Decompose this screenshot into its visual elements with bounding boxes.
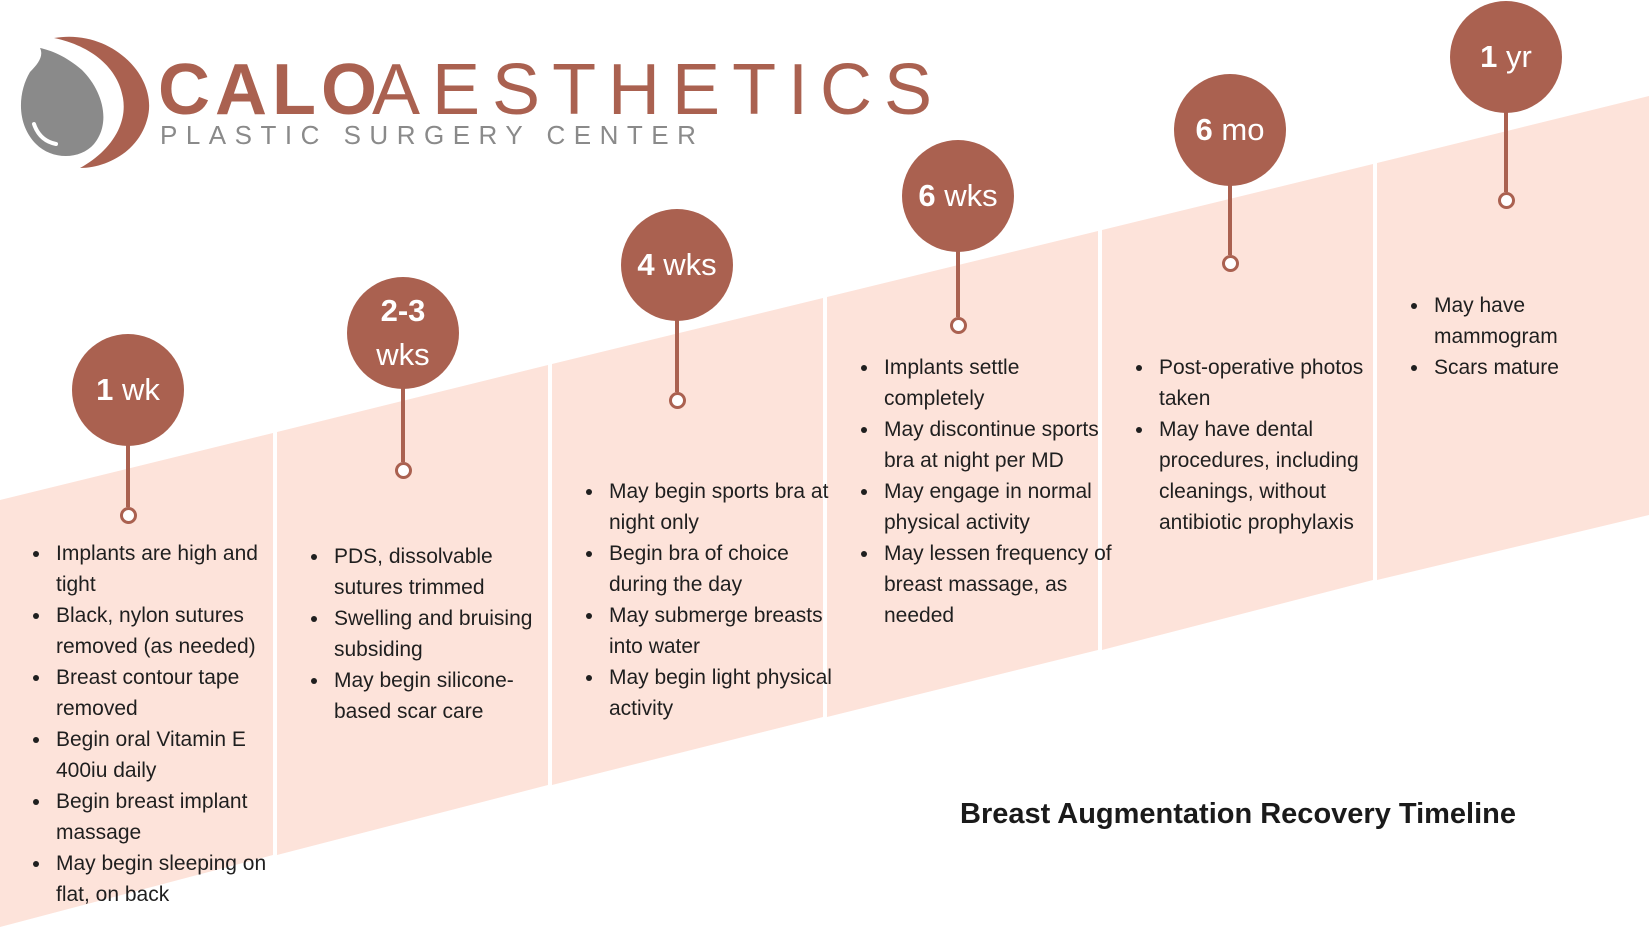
list-item: May begin sleeping on flat, on back (52, 848, 284, 910)
milestone-label: 2-3 wks (376, 289, 429, 377)
milestone-notes: Implants are high and tight Black, nylon… (30, 538, 284, 910)
milestone-label: 1 wk (96, 368, 160, 412)
list-item: Scars mature (1430, 352, 1640, 383)
milestone-unit: wks (376, 337, 430, 372)
milestone-label: 4 wks (637, 243, 716, 287)
milestone-notes: PDS, dissolvable sutures trimmed Swellin… (308, 541, 552, 727)
timeline-band (827, 231, 1098, 717)
timeline-band (1102, 164, 1373, 650)
milestone-number: 1 (1480, 39, 1498, 74)
list-item: Begin oral Vitamin E 400iu daily (52, 724, 284, 786)
milestone-notes: May begin sports bra at night only Begin… (583, 476, 835, 724)
milestone-badge: 4 wks (621, 209, 733, 321)
milestone-number: 6 (1195, 112, 1213, 147)
milestone-label: 6 mo (1196, 108, 1265, 152)
list-item: Begin bra of choice during the day (605, 538, 835, 600)
milestone-label: 1 yr (1480, 35, 1532, 79)
milestone-stem (956, 250, 960, 317)
list-item: Swelling and bruising subsiding (330, 603, 552, 665)
milestone-unit: wks (663, 247, 717, 282)
milestone-marker (395, 462, 412, 479)
milestone-badge: 2-3 wks (347, 277, 459, 389)
timeline-band (277, 365, 548, 855)
timeline-band (0, 433, 273, 927)
milestone-number: 1 (96, 372, 114, 407)
milestone-marker (669, 392, 686, 409)
list-item: Implants are high and tight (52, 538, 284, 600)
list-item: Begin breast implant massage (52, 786, 284, 848)
milestone-notes: Implants settle completely May discontin… (858, 352, 1112, 631)
milestone-marker (1222, 255, 1239, 272)
milestone-marker (120, 507, 137, 524)
brand-name-secondary: AESTHETICS (372, 50, 945, 130)
milestone-unit: yr (1506, 39, 1532, 74)
list-item: Post-operative photos taken (1155, 352, 1383, 414)
list-item: May lessen frequency of breast massage, … (880, 538, 1112, 631)
milestone-marker (1498, 192, 1515, 209)
logo: CALO AESTHETICS PLASTIC SURGERY CENTER (10, 28, 932, 168)
list-item: May begin silicone-based scar care (330, 665, 552, 727)
list-item: May begin light physical activity (605, 662, 835, 724)
milestone-badge: 6 wks (902, 140, 1014, 252)
list-item: May discontinue sports bra at night per … (880, 414, 1112, 476)
milestone-stem (401, 387, 405, 462)
milestone-unit: wk (121, 372, 160, 407)
list-item: May have mammogram (1430, 290, 1640, 352)
timeline-band (1377, 96, 1649, 580)
milestone-unit: wks (944, 178, 998, 213)
milestone-badge: 1 wk (72, 334, 184, 446)
milestone-number: 4 (637, 247, 655, 282)
milestone-number: 2-3 (380, 293, 426, 328)
list-item: May have dental procedures, including cl… (1155, 414, 1383, 538)
milestone-number: 6 (918, 178, 936, 213)
milestone-notes: May have mammogram Scars mature (1408, 290, 1640, 383)
droplet-crescent-logo-icon (20, 36, 150, 168)
brand-name-primary: CALO (158, 50, 382, 130)
milestone-stem (675, 319, 679, 392)
list-item: PDS, dissolvable sutures trimmed (330, 541, 552, 603)
list-item: May begin sports bra at night only (605, 476, 835, 538)
list-item: May submerge breasts into water (605, 600, 835, 662)
milestone-unit: mo (1221, 112, 1265, 147)
list-item: Black, nylon sutures removed (as needed) (52, 600, 284, 662)
milestone-badge: 6 mo (1174, 74, 1286, 186)
list-item: Breast contour tape removed (52, 662, 284, 724)
milestone-badge: 1 yr (1450, 1, 1562, 113)
milestone-marker (950, 317, 967, 334)
timeline-title: Breast Augmentation Recovery Timeline (960, 798, 1516, 830)
list-item: May engage in normal physical activity (880, 476, 1112, 538)
milestone-notes: Post-operative photos taken May have den… (1133, 352, 1383, 538)
milestone-stem (1504, 111, 1508, 192)
list-item: Implants settle completely (880, 352, 1112, 414)
milestone-stem (126, 444, 130, 507)
brand-tagline: PLASTIC SURGERY CENTER (160, 120, 705, 150)
milestone-label: 6 wks (918, 174, 997, 218)
timeline-band (552, 298, 823, 785)
milestone-stem (1228, 184, 1232, 255)
